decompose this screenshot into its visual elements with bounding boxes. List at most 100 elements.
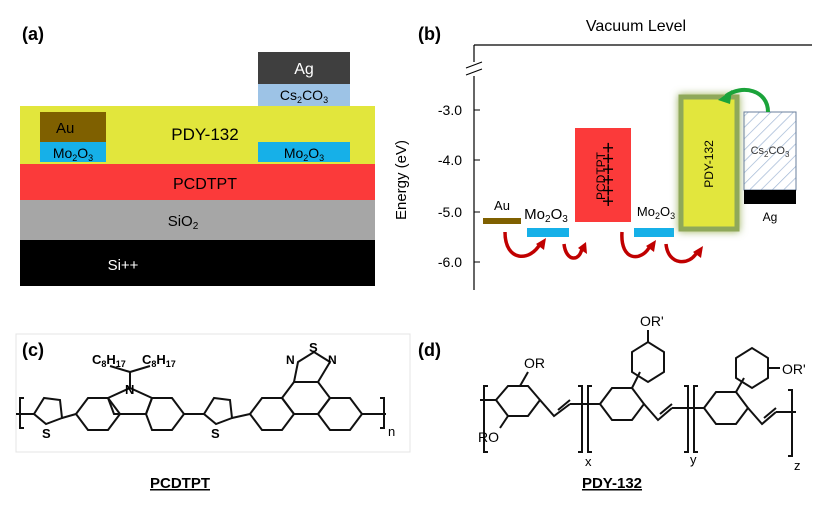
bond-or: [519, 371, 529, 387]
sio2-layer-label: SiO2: [168, 213, 199, 232]
mo2o3-level-2: [634, 228, 674, 237]
panel-b-energy-diagram: (b) Vacuum Level -3.0 -4.0 -5.0 -6.0 Ene…: [393, 18, 812, 290]
thiophene-left-ring: [32, 396, 64, 426]
bond: [109, 365, 131, 373]
hole-charges: ++++++: [598, 143, 620, 207]
pdy-bonds: [480, 330, 796, 457]
hole-arrow-head-4: [693, 246, 703, 258]
hole-arrow-head-3: [646, 240, 656, 252]
pdy-132-band-label: PDY-132: [702, 140, 716, 188]
phen-left-ring: [248, 397, 296, 431]
repeat-index-y: y: [690, 452, 697, 467]
dialkoxy-ring: [494, 385, 542, 417]
vinylene-2-double: [659, 403, 673, 415]
alkyl-right: C8H17: [142, 352, 176, 369]
cs2co3-band: [743, 111, 797, 191]
or-prime-para: OR': [640, 313, 664, 329]
or-substituent: OR: [524, 355, 545, 371]
hole-arrow-3: [620, 231, 652, 259]
bond: [735, 377, 745, 393]
biphenyl-base-ring-2: [702, 391, 750, 425]
pcdtpt-band-label: PCDTPT: [594, 151, 608, 200]
repeat-index-x: x: [585, 454, 592, 469]
pdy-132-band: [678, 94, 740, 232]
bond: [61, 413, 77, 419]
meta-ring: [735, 346, 769, 390]
mo2o3-right-label: Mo2O3: [284, 145, 324, 163]
carbazole-right-ring: [144, 397, 186, 431]
vinylene-3-double: [763, 407, 777, 419]
hole-arrow-heads: [536, 238, 703, 258]
cs2co3-layer: [258, 84, 350, 106]
pcdtpt-caption: PCDTPT: [150, 475, 210, 492]
pcdtpt-layer: [20, 164, 375, 200]
para-ring: [631, 340, 665, 384]
electron-arrow-head: [718, 90, 732, 104]
pcdtpt-bonds: [16, 350, 386, 431]
bond: [129, 365, 151, 373]
phen-right-ring: [316, 397, 364, 431]
carbazole-n-atom: N: [125, 382, 134, 397]
au-electrode-label: Au: [56, 120, 74, 137]
ag-level-label: Ag: [763, 210, 778, 224]
mo2o3-right-layer: [258, 142, 350, 162]
thiophene-left-s: S: [42, 426, 51, 441]
mo2o3-left-layer: [40, 142, 106, 162]
repeat-index-z: z: [794, 458, 801, 473]
panel-label-b: (b): [418, 24, 441, 44]
biphenyl-base-ring-1: [598, 387, 646, 421]
hole-arrow-2: [562, 243, 584, 260]
bracket-x-right: [578, 385, 583, 453]
bracket-y-right: [684, 385, 689, 453]
bond: [231, 413, 251, 419]
hole-arrow-4: [664, 243, 699, 264]
cs2co3-band-label: Cs2CO3: [751, 145, 790, 159]
hole-arrow-1: [503, 231, 542, 259]
vacuum-level-label: Vacuum Level: [586, 18, 686, 35]
hole-arrow-head-2: [578, 242, 587, 254]
bracket-y-left: [587, 385, 592, 453]
pcdtpt-band: [575, 128, 631, 222]
tick-label: -3.0: [438, 102, 462, 118]
mo2o3-level-1-label: Mo2O3: [524, 206, 568, 225]
bond: [631, 371, 641, 389]
axis-break-mark-2: [465, 68, 483, 76]
bracket-z-left: [693, 385, 698, 453]
structure-frame: [15, 333, 411, 453]
pdy-132-caption: PDY-132: [582, 475, 642, 492]
panel-c-pcdtpt-structure: (c): [15, 333, 411, 492]
panel-label-a: (a): [22, 24, 44, 44]
mo2o3-level-2-label: Mo2O3: [637, 204, 675, 221]
axis-break-mark: [465, 61, 483, 69]
ag-layer: [258, 52, 350, 84]
repeat-index-n: n: [388, 424, 395, 439]
vinylene-2: [643, 403, 673, 422]
vinylene-3: [747, 407, 777, 426]
thiophene-mid-ring: [202, 396, 234, 426]
panel-label-d: (d): [418, 340, 441, 360]
tick-label: -5.0: [438, 204, 462, 220]
mo2o3-level-1: [527, 228, 569, 237]
thiadiazole-s: S: [309, 340, 318, 355]
bond-ro: [499, 415, 509, 429]
tick-label: -4.0: [438, 152, 462, 168]
hole-arrow-head-1: [536, 238, 546, 250]
bracket-x-left: [483, 385, 488, 453]
thiadiazole-n-right: N: [328, 353, 337, 367]
ro-substituent: RO: [478, 429, 499, 445]
tick-label: -6.0: [438, 254, 462, 270]
sio2-layer: [20, 200, 375, 240]
thiadiazole-n-left: N: [286, 353, 295, 367]
hole-transfer-arrows: [503, 231, 699, 264]
alkyl-left: C8H17: [92, 352, 126, 369]
vinylene-1-double: [557, 399, 571, 411]
panel-a-device-stack: (a) Ag Cs2CO3 PDY-132 Au Mo2O3 Mo2O3 PCD…: [20, 24, 375, 286]
right-bracket: [380, 397, 385, 429]
cs2co3-layer-label: Cs2CO3: [280, 87, 328, 105]
bracket-z-right: [788, 389, 793, 457]
mo2o3-left-label: Mo2O3: [53, 145, 93, 163]
au-electrode: [40, 112, 106, 142]
au-level-label: Au: [494, 198, 510, 213]
si-substrate: [20, 240, 375, 286]
